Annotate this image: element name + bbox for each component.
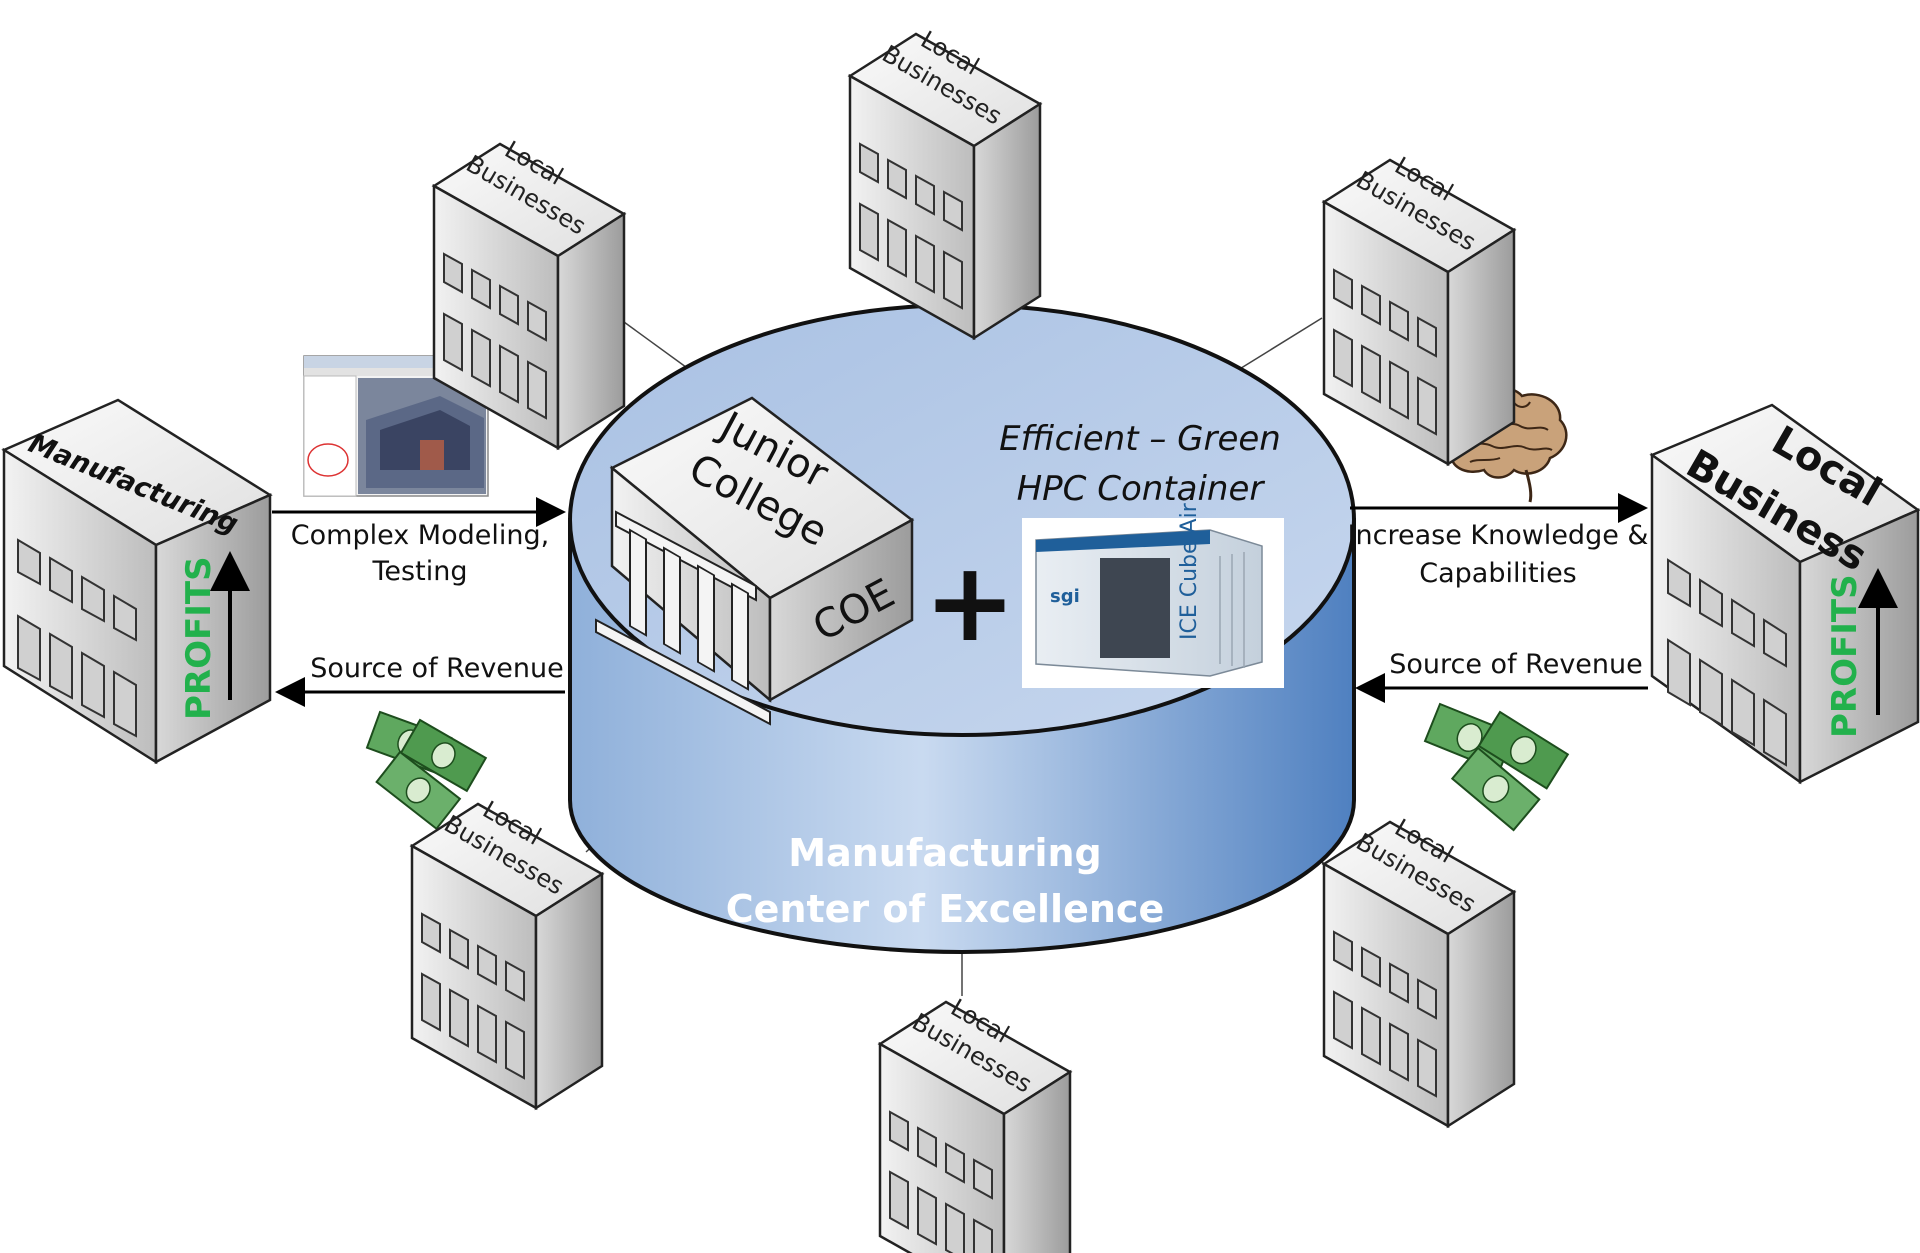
hpc-container-image: sgi ICE Cube Air [1022,502,1284,688]
satellite-windows [859,142,963,310]
screenshot-thumbnail [303,355,489,497]
arrow-left-in-label: Source of Revenue [310,653,564,684]
college-columns [595,510,771,726]
arrow-right-out-label-line2: Capabilities [1419,558,1577,589]
coe-title-line2: Center of Excellence [726,887,1164,931]
satellite-windows [1333,268,1437,436]
junior-college-building: Junior College COE [595,396,915,726]
arrow-left-out-label-line1: Complex Modeling, [291,520,549,551]
local-business-profits: PROFITS [1825,574,1865,738]
manufacturing-windows [17,538,137,738]
container-name: ICE Cube Air [1177,502,1202,640]
money-icon [1423,702,1570,832]
local-business-windows [1667,558,1787,767]
container-brand: sgi [1050,586,1080,607]
hpc-label-line2: HPC Container [1017,469,1266,509]
plus-sign: + [924,538,1016,666]
hpc-label-line1: Efficient – Green [999,419,1281,459]
money-icon [365,710,488,831]
arrow-left-out-label-line2: Testing [372,556,468,587]
satellite-windows [1333,930,1437,1098]
satellite-windows [889,1110,993,1253]
arrow-right-out-label-line1: Increase Knowledge & [1348,520,1649,551]
manufacturing-building: Manufacturing PROFITS [1,398,273,765]
arrow-right-in-label: Source of Revenue [1389,649,1643,680]
satellite-windows [443,252,547,420]
satellite-windows [421,912,525,1080]
coe-title-line1: Manufacturing [788,831,1102,875]
local-business-building: Local Business PROFITS [1649,403,1920,785]
flow-arrows: Complex Modeling, Testing Source of Reve… [272,493,1649,707]
manufacturing-profits: PROFITS [179,556,219,720]
